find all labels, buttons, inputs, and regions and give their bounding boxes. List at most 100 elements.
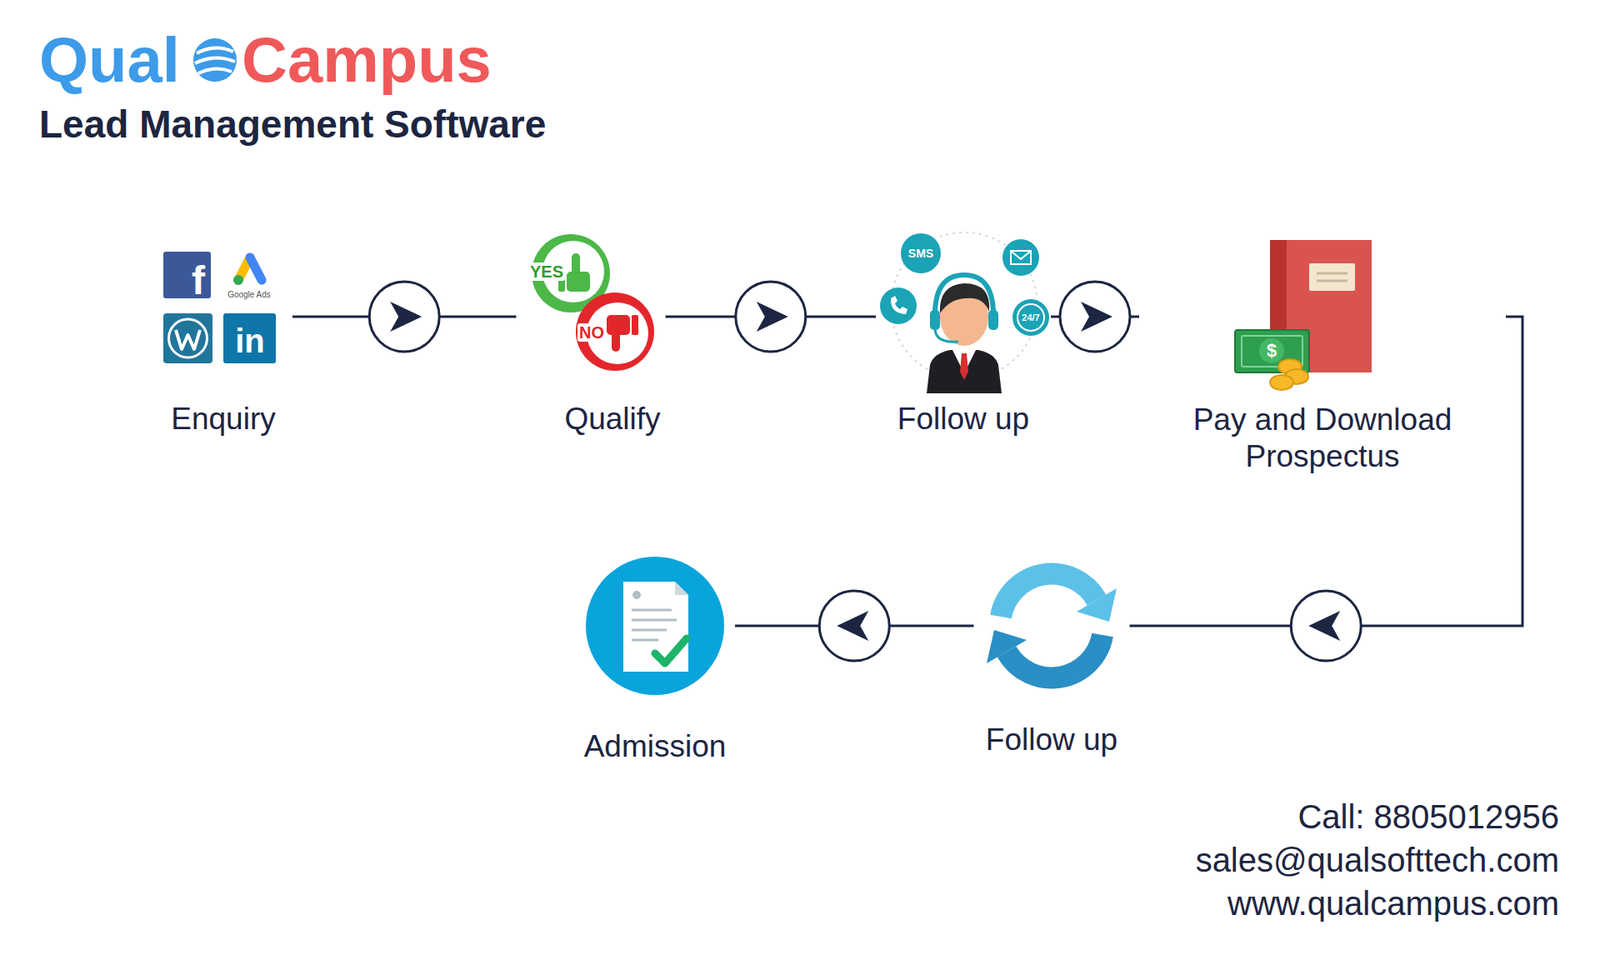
arrowhead	[1080, 301, 1113, 332]
admission-icon	[585, 556, 725, 695]
step-label: Pay and Download Prospectus	[1143, 401, 1502, 476]
step-node: Enquiry	[154, 245, 293, 441]
connector	[735, 590, 975, 661]
linkedin-icon	[223, 313, 276, 364]
subtitle: Lead Management Software	[39, 105, 546, 144]
coin	[1270, 375, 1294, 390]
book-plate	[1309, 263, 1355, 291]
bubble-text: SMS	[908, 247, 934, 260]
step-label: Qualify	[520, 400, 660, 438]
envelope-flap	[1010, 250, 1031, 260]
arrow-ring	[369, 281, 440, 352]
arrowhead	[836, 610, 869, 641]
refresh-head	[1076, 588, 1117, 622]
wordpress-mark	[175, 330, 200, 350]
headset-band	[935, 275, 994, 320]
plate-line	[1316, 280, 1348, 283]
headset-mic	[935, 330, 959, 342]
ads-bar	[250, 257, 262, 280]
agent-icon	[880, 232, 1050, 394]
sms-bubble	[900, 233, 941, 274]
plate-line	[1316, 272, 1348, 275]
globe-stripes	[195, 47, 235, 74]
arrowhead	[756, 301, 789, 332]
contact-text: Call: 8805012956	[1297, 800, 1560, 834]
step-node: Follow up	[974, 558, 1130, 762]
thumb-cuff	[631, 315, 639, 335]
thumb-fist	[606, 315, 630, 335]
admission-disc	[585, 556, 725, 695]
mail-bubble	[1002, 239, 1040, 276]
connector-line	[1130, 316, 1524, 626]
no-badge	[575, 292, 655, 371]
step-node: Pay and Download Prospectus	[1139, 237, 1506, 480]
arrow-badge	[1060, 281, 1130, 352]
check-mark	[655, 638, 687, 664]
arrow-ring	[819, 590, 890, 661]
arrow-badge	[819, 590, 890, 661]
arrow-badge	[369, 281, 440, 352]
logo-letter: f	[191, 260, 205, 301]
prospectus-icon	[1235, 240, 1372, 390]
arrow-ring	[1290, 590, 1361, 661]
refresh-head	[986, 630, 1027, 664]
google-ads-icon	[233, 257, 262, 285]
globe-body	[193, 38, 237, 82]
agent-suit	[926, 350, 1002, 394]
ads-dot	[233, 275, 244, 285]
connector	[1130, 316, 1524, 661]
phone-handset	[890, 295, 908, 315]
step-node: Follow up	[875, 245, 1051, 441]
thumb	[571, 253, 580, 275]
thumb-fist	[566, 271, 590, 292]
document-line	[631, 629, 667, 632]
step-label: Admission	[584, 728, 727, 765]
clock-ring	[1017, 304, 1045, 331]
arrow-ring	[1060, 281, 1130, 352]
badge-text: NO	[577, 323, 606, 342]
envelope	[1010, 250, 1031, 265]
document-line	[631, 619, 677, 622]
badge-text: YES	[528, 262, 565, 281]
clock-bubble	[1012, 299, 1050, 336]
connector	[292, 281, 516, 352]
document-line	[631, 609, 672, 612]
connector	[665, 281, 876, 352]
arrow-badge	[735, 281, 806, 352]
connector	[1050, 281, 1140, 352]
document-line	[631, 639, 659, 642]
arrowhead	[1308, 610, 1340, 641]
headset-cup	[930, 310, 940, 330]
step-label: Enquiry	[170, 400, 275, 438]
bubble-text: 24/7	[1021, 313, 1040, 323]
step-label: Follow up	[897, 400, 1030, 438]
currency-sign: $	[1266, 341, 1277, 360]
badge-ring	[575, 292, 655, 371]
wordpress-icon	[163, 313, 213, 364]
step-node: Qualify	[515, 245, 665, 441]
document-avatar	[632, 590, 641, 600]
step-node: Admission	[575, 556, 735, 769]
logo-globe	[193, 38, 237, 82]
contact-text: sales@qualsofttech.com	[1195, 843, 1560, 877]
arrow-badge	[1290, 590, 1361, 661]
phone-bubble	[880, 287, 917, 325]
contact-text: www.qualcampus.com	[1227, 886, 1560, 920]
logo-text: Qual	[39, 28, 180, 92]
arrowhead	[390, 301, 422, 332]
refresh-icon	[986, 574, 1117, 679]
thumb	[611, 331, 620, 352]
banknote-seal	[1259, 338, 1285, 364]
icon-caption: Google Ads	[227, 290, 271, 300]
headset-cup	[988, 310, 999, 330]
logo-letter: in	[235, 324, 265, 358]
wordpress-ring	[169, 319, 208, 358]
logo-text: Campus	[241, 28, 492, 92]
agent-hair	[940, 283, 990, 314]
step-label: Follow up	[985, 721, 1118, 759]
arrow-ring	[735, 281, 806, 352]
wordpress-tile	[163, 313, 213, 364]
agent-tie	[960, 353, 969, 380]
document	[623, 581, 689, 672]
